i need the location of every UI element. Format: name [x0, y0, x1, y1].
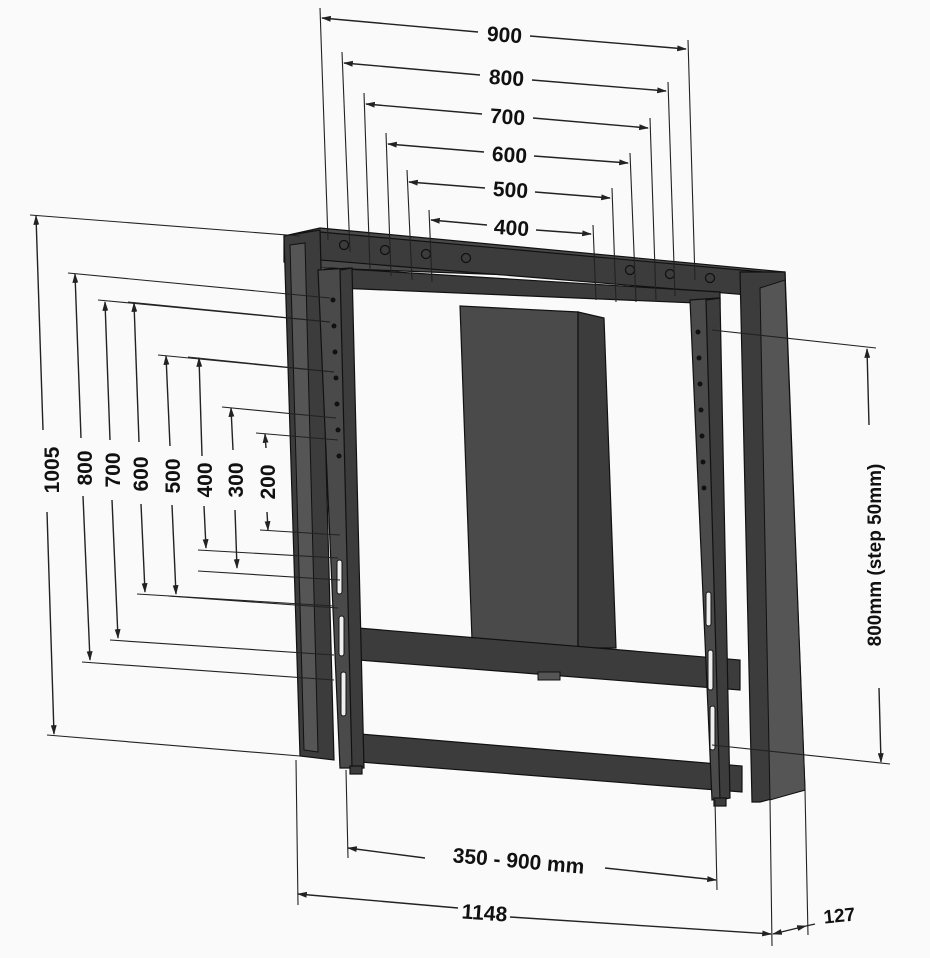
vertical-vesa-dimensions: 1005 800 700 600 500 400 3	[29, 214, 341, 757]
dim-label-700-v: 700	[102, 452, 125, 487]
dim-label-600-v: 600	[130, 456, 153, 491]
dim-label-700: 700	[489, 105, 526, 130]
dim-label-200-v: 200	[257, 464, 280, 499]
dim-label-400: 400	[493, 216, 530, 241]
overall-width-label: 1148	[461, 900, 508, 926]
vertical-range-label: 800mm (step 50mm)	[865, 464, 886, 647]
horizontal-vesa-dimensions: 900 800 700 600 500 400	[319, 7, 696, 303]
motor-housing	[459, 305, 579, 649]
arm-spacing-label: 350 - 900 mm	[452, 844, 585, 878]
depth-label: 127	[823, 904, 857, 928]
dim-label-600: 600	[491, 143, 528, 168]
dim-label-900: 900	[486, 23, 523, 48]
dim-label-300-v: 300	[225, 462, 248, 497]
dim-label-800-v: 800	[74, 450, 97, 485]
mount-frame	[283, 227, 806, 807]
dim-label-1005: 1005	[41, 446, 64, 493]
dim-label-400-v: 400	[194, 462, 217, 497]
vertical-range-dimension: 800mm (step 50mm)	[711, 329, 891, 765]
dim-label-500: 500	[492, 178, 529, 203]
dim-label-800: 800	[488, 66, 525, 91]
bottom-crossbar	[359, 733, 743, 793]
dim-label-500-v: 500	[162, 458, 185, 493]
